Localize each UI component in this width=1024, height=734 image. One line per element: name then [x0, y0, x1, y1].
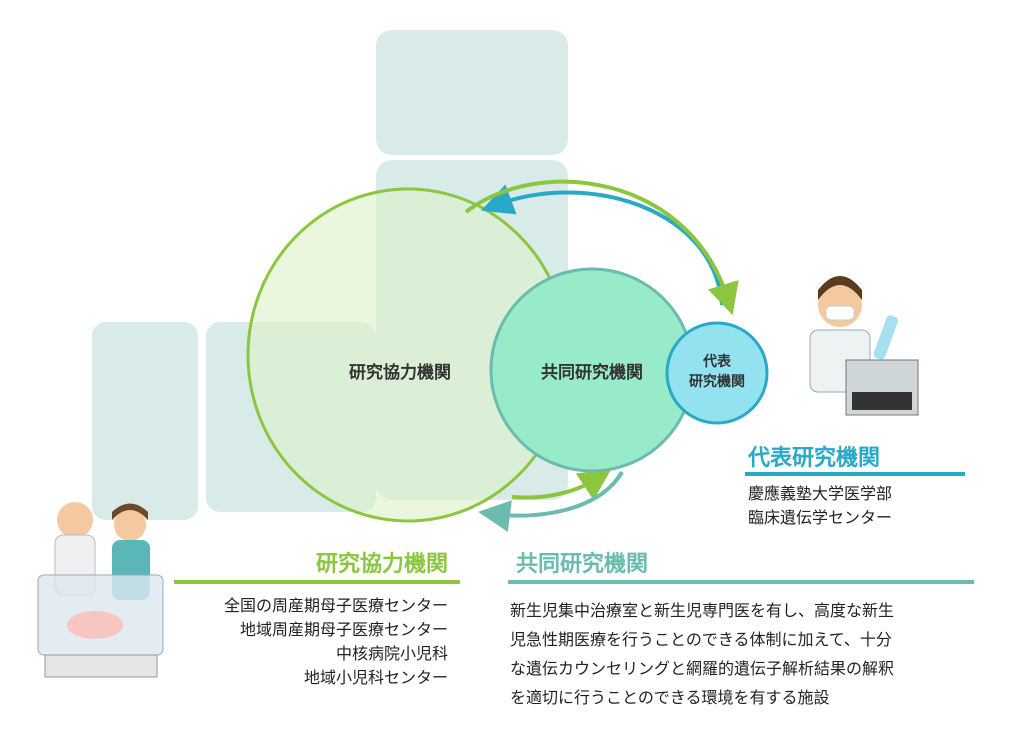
lead-divider: [745, 472, 965, 476]
joint-text: 新生児集中治療室と新生児専門医を有し、高度な新生 児急性期医療を行うことのできる…: [510, 596, 894, 712]
cooperating-circle-label: 研究協力機関: [349, 363, 451, 383]
cooperating-divider: [174, 580, 460, 584]
arrow-teal-bottom: [478, 470, 624, 532]
doctor-nurse-illustration: [37, 502, 164, 678]
joint-divider: [508, 580, 974, 584]
lead-heading: 代表研究機関: [748, 446, 881, 471]
researcher-illustration: [809, 276, 919, 416]
lead-circle-label: 代表 研究機関: [677, 352, 757, 392]
arrow-blue-top: [481, 184, 724, 306]
joint-line: な遺伝カウンセリングと網羅的遺伝子解析結果の解釈: [510, 659, 895, 678]
lead-line: 慶應義塾大学医学部: [748, 484, 893, 503]
joint-line: を適切に行うことのできる環境を有する施設: [510, 688, 830, 707]
arrow-green-bottom: [511, 469, 612, 501]
cooperating-heading: 研究協力機関: [315, 552, 448, 577]
cooperating-text: 全国の周産期母子医療センター 地域周産期母子医療センター 中核病院小児科 地域小…: [172, 594, 448, 690]
cooperating-line: 全国の周産期母子医療センター: [223, 596, 448, 615]
cooperating-line: 地域周産期母子医療センター: [239, 620, 448, 639]
lead-circle: [665, 321, 769, 425]
joint-line: 児急性期医療を行うことのできる体制に加えて、十分: [510, 630, 892, 649]
joint-circle-label: 共同研究機関: [541, 363, 643, 383]
lead-circle-label-line: 研究機関: [689, 374, 745, 390]
joint-heading: 共同研究機関: [516, 552, 649, 577]
lead-circle-label-line: 代表: [703, 354, 731, 370]
lead-text: 慶應義塾大学医学部 臨床遺伝学センター: [748, 482, 892, 530]
cooperating-line: 中核病院小児科: [335, 644, 448, 663]
joint-line: 新生児集中治療室と新生児専門医を有し、高度な新生: [510, 601, 895, 620]
cooperating-line: 地域小児科センター: [303, 668, 448, 687]
arrow-green-top: [464, 179, 739, 316]
lead-line: 臨床遺伝学センター: [748, 508, 893, 527]
